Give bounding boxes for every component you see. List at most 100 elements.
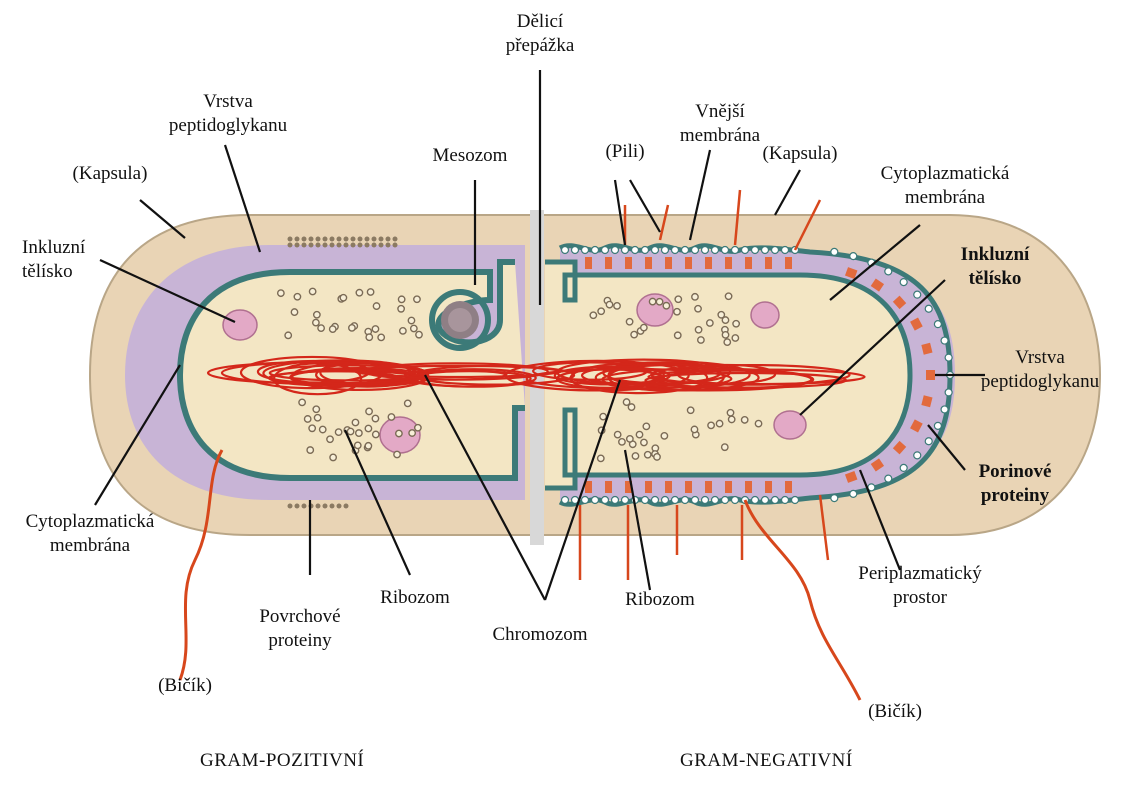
porin <box>602 247 609 254</box>
porin <box>941 406 948 413</box>
porin <box>782 247 789 254</box>
surface-protein <box>393 237 398 242</box>
peptidoglycan-bar <box>745 257 752 269</box>
surface-protein <box>295 237 300 242</box>
label-capsule-left: (Kapsula) <box>55 162 165 186</box>
porin <box>682 247 689 254</box>
ribosome <box>707 320 713 326</box>
peptidoglycan-bar <box>665 481 672 493</box>
ribosome <box>356 430 362 436</box>
peptidoglycan-bar <box>765 257 772 269</box>
ribosome <box>641 324 647 330</box>
ribosome <box>330 326 336 332</box>
surface-protein <box>386 237 391 242</box>
peptidoglycan-bar <box>605 257 612 269</box>
porin <box>914 452 921 459</box>
porin <box>692 247 699 254</box>
label-outer-membrane: Vnější membrána <box>665 100 775 148</box>
ribosome <box>400 328 406 334</box>
label-mesosome: Mesozom <box>415 144 525 168</box>
ribosome <box>656 299 662 305</box>
peptidoglycan-bar <box>645 481 652 493</box>
label-chromosome: Chromozom <box>475 623 605 647</box>
ribosome <box>352 419 358 425</box>
porin <box>885 268 892 275</box>
porin <box>831 495 838 502</box>
ribosome <box>600 413 606 419</box>
surface-protein <box>372 243 377 248</box>
ribosome <box>628 404 634 410</box>
ribosome <box>641 439 647 445</box>
ribosome <box>372 326 378 332</box>
ribosome <box>661 433 667 439</box>
porin <box>692 497 699 504</box>
surface-protein <box>288 243 293 248</box>
label-ribosome-left: Ribozom <box>370 586 460 610</box>
ribosome <box>741 417 747 423</box>
ribosome <box>698 337 704 343</box>
ribosome <box>733 321 739 327</box>
peptidoglycan-bar <box>785 257 792 269</box>
porin <box>592 497 599 504</box>
label-septum-line1: Dělicí <box>500 10 580 34</box>
surface-protein <box>379 237 384 242</box>
label-peptidoglycan-right: Vrstva peptidoglykanu <box>960 346 1120 394</box>
ribosome <box>408 317 414 323</box>
surface-protein <box>344 237 349 242</box>
surface-protein <box>351 237 356 242</box>
ribosome <box>725 293 731 299</box>
porin <box>592 247 599 254</box>
surface-protein <box>309 243 314 248</box>
peptidoglycan-bar <box>926 370 935 380</box>
surface-protein <box>323 504 328 509</box>
porin <box>612 497 619 504</box>
ribosome <box>598 308 604 314</box>
porin <box>732 247 739 254</box>
surface-protein <box>309 237 314 242</box>
porin <box>712 247 719 254</box>
ribosome <box>299 399 305 405</box>
label-septum: Dělicí přepážka <box>500 10 580 58</box>
porin <box>582 497 589 504</box>
porin <box>622 497 629 504</box>
ribosome <box>340 295 346 301</box>
label-pili: (Pili) <box>590 140 660 164</box>
label-cytoplasmic-membrane-left: Cytoplazmatická membrána <box>5 510 175 558</box>
ribosome <box>643 423 649 429</box>
surface-proteins-bottom <box>288 504 349 509</box>
ribosome <box>722 332 728 338</box>
ribosome <box>695 306 701 312</box>
ribosome <box>327 436 333 442</box>
ribosome <box>692 294 698 300</box>
peptidoglycan-bar <box>605 481 612 493</box>
porin <box>682 497 689 504</box>
porin <box>562 247 569 254</box>
porin <box>850 490 857 497</box>
ribosome <box>636 431 642 437</box>
porin <box>602 497 609 504</box>
ribosome <box>722 444 728 450</box>
porin <box>934 321 941 328</box>
label-peptidoglycan-right-line2: peptidoglykanu <box>960 370 1120 394</box>
porin <box>900 279 907 286</box>
label-porin-line2: proteiny <box>955 484 1075 508</box>
porin <box>900 464 907 471</box>
porin <box>885 475 892 482</box>
porin <box>925 305 932 312</box>
ribosome <box>366 334 372 340</box>
label-surface-proteins-line2: proteiny <box>245 629 355 653</box>
surface-protein <box>330 243 335 248</box>
porin <box>782 497 789 504</box>
ribosome <box>378 334 384 340</box>
label-cytoplasmic-membrane-left-line2: membrána <box>5 534 175 558</box>
surface-protein <box>337 504 342 509</box>
ribosome <box>724 339 730 345</box>
label-porin-proteins: Porinové proteiny <box>955 460 1075 508</box>
peptidoglycan-bar <box>765 481 772 493</box>
surface-protein <box>337 237 342 242</box>
peptidoglycan-bar <box>705 481 712 493</box>
porin <box>934 422 941 429</box>
label-cytoplasmic-membrane-right-line2: membrána <box>860 186 1030 210</box>
label-ribosome-right: Ribozom <box>615 588 705 612</box>
